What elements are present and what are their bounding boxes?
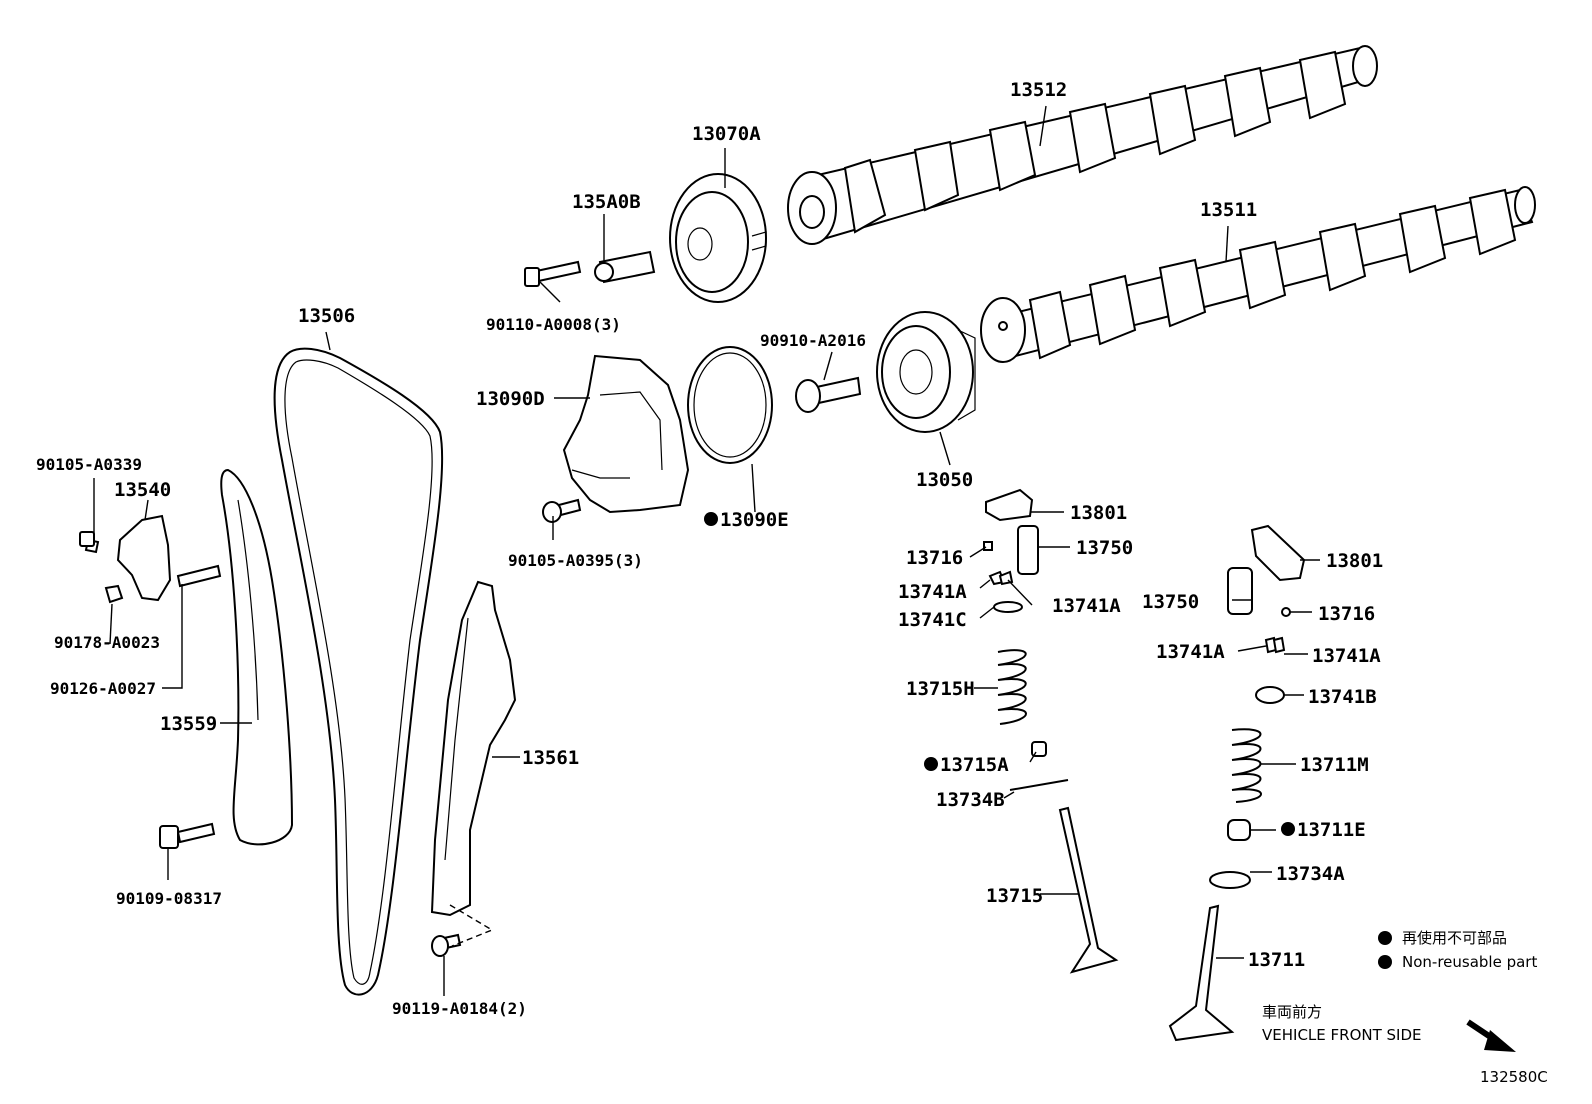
valve-keeper-13741A-left[interactable] xyxy=(988,570,1014,586)
bolt-90105-A0339[interactable] xyxy=(79,531,100,554)
lash-adjuster-13750-right[interactable] xyxy=(1227,567,1253,615)
label-13801-left[interactable]: 13801 xyxy=(1070,502,1127,524)
label-90119-A0184[interactable]: 90119-A0184(2) xyxy=(392,999,527,1018)
label-13050[interactable]: 13050 xyxy=(916,469,973,491)
label-13559[interactable]: 13559 xyxy=(160,713,217,735)
legend-text-en: Non-reusable part xyxy=(1402,953,1537,971)
label-90178-A0023[interactable]: 90178-A0023 xyxy=(54,633,160,652)
label-13561[interactable]: 13561 xyxy=(522,747,579,769)
exhaust-valve-13711[interactable] xyxy=(1168,904,1235,1042)
label-13711M[interactable]: 13711M xyxy=(1300,754,1369,776)
valve-spring-13715H[interactable] xyxy=(997,649,1027,725)
chain-guide-13561[interactable] xyxy=(430,580,517,917)
bolt-90105-A0395[interactable] xyxy=(542,498,582,523)
figure-code: 132580C xyxy=(1480,1068,1548,1086)
non-reusable-marker-13715A xyxy=(924,757,938,771)
direction-text-en: VEHICLE FRONT SIDE xyxy=(1262,1026,1422,1044)
tensioner-13540[interactable] xyxy=(116,514,172,602)
label-13741B[interactable]: 13741B xyxy=(1308,686,1377,708)
label-90126-A0027[interactable]: 90126-A0027 xyxy=(50,679,156,698)
chain-tensioner-slipper-13559[interactable] xyxy=(220,468,294,846)
pad-13716-left[interactable] xyxy=(983,541,993,551)
label-90105-A0395[interactable]: 90105-A0395(3) xyxy=(508,551,643,570)
non-reusable-marker-13090E xyxy=(704,512,718,526)
direction-arrow-icon xyxy=(1466,1019,1516,1052)
exhaust-camshaft-13512[interactable] xyxy=(787,45,1378,245)
label-13711[interactable]: 13711 xyxy=(1248,949,1305,971)
label-13750-left[interactable]: 13750 xyxy=(1076,537,1133,559)
rocker-arm-13801-left[interactable] xyxy=(985,488,1034,522)
oil-control-valve-135A0B[interactable] xyxy=(594,250,656,284)
nut-90178-A0023[interactable] xyxy=(104,584,124,604)
bolt-90910-A2016[interactable] xyxy=(795,376,862,413)
label-13750-right[interactable]: 13750 xyxy=(1142,591,1199,613)
label-13711E[interactable]: 13711E xyxy=(1297,819,1366,841)
valve-spring-retainer-13741C[interactable] xyxy=(993,601,1023,613)
front-direction-indicator: 車両前方 VEHICLE FRONT SIDE xyxy=(1262,1003,1516,1052)
label-90910-A2016[interactable]: 90910-A2016 xyxy=(760,331,866,350)
valve-guide-13734B[interactable] xyxy=(1009,779,1069,791)
label-13540[interactable]: 13540 xyxy=(114,479,171,501)
label-13715H[interactable]: 13715H xyxy=(906,678,975,700)
rocker-arm-13801-right[interactable] xyxy=(1250,524,1306,582)
valve-spring-seat-13734A[interactable] xyxy=(1209,871,1251,889)
label-13090E[interactable]: 13090E xyxy=(720,509,789,531)
bolt-90119-A0184[interactable] xyxy=(431,933,462,957)
legend-text-jp: 再使用不可部品 xyxy=(1402,929,1507,947)
label-13070A[interactable]: 13070A xyxy=(692,123,761,145)
intake-camshaft-13511[interactable] xyxy=(980,186,1536,363)
label-13734B[interactable]: 13734B xyxy=(936,789,1005,811)
label-13716-right[interactable]: 13716 xyxy=(1318,603,1375,625)
valve-stem-seal-13711E[interactable] xyxy=(1227,819,1251,841)
bolt-90110-A0008[interactable] xyxy=(524,260,582,287)
label-135A0B[interactable]: 135A0B xyxy=(572,191,641,213)
valve-keeper-13741A-right[interactable] xyxy=(1264,636,1286,654)
pad-13716-right[interactable] xyxy=(1281,607,1291,617)
chain-cover-13090D[interactable] xyxy=(562,354,690,514)
lash-adjuster-13750-left[interactable] xyxy=(1017,525,1039,575)
bolt-90109-08317[interactable] xyxy=(159,822,216,849)
label-13090D[interactable]: 13090D xyxy=(476,388,545,410)
label-13741A-right-2[interactable]: 13741A xyxy=(1312,645,1381,667)
label-13734A[interactable]: 13734A xyxy=(1276,863,1345,885)
direction-text-jp: 車両前方 xyxy=(1262,1003,1322,1021)
label-13506[interactable]: 13506 xyxy=(298,305,355,327)
label-13741A-right-1[interactable]: 13741A xyxy=(1156,641,1225,663)
valve-spring-13711M[interactable] xyxy=(1231,728,1262,803)
valve-spring-retainer-13741B[interactable] xyxy=(1255,686,1285,704)
label-90105-A0339[interactable]: 90105-A0339 xyxy=(36,455,142,474)
label-90109-08317[interactable]: 90109-08317 xyxy=(116,889,222,908)
stud-90126-A0027[interactable] xyxy=(176,564,222,588)
non-reusable-marker-13711E xyxy=(1281,822,1295,836)
label-13741A-left-1[interactable]: 13741A xyxy=(898,581,967,603)
legend-bullet-en xyxy=(1378,955,1392,969)
label-13741C[interactable]: 13741C xyxy=(898,609,967,631)
label-13716-left[interactable]: 13716 xyxy=(906,547,963,569)
legend-bullet-jp xyxy=(1378,931,1392,945)
gasket-13090E[interactable] xyxy=(687,346,773,464)
label-13715[interactable]: 13715 xyxy=(986,885,1043,907)
label-13801-right[interactable]: 13801 xyxy=(1326,550,1383,572)
label-13512[interactable]: 13512 xyxy=(1010,79,1067,101)
legend: 再使用不可部品 Non-reusable part xyxy=(1378,929,1537,971)
label-13715A[interactable]: 13715A xyxy=(940,754,1009,776)
leader-lines xyxy=(93,105,1320,996)
cam-timing-gear-13050[interactable] xyxy=(876,311,976,433)
label-13741A-left-2[interactable]: 13741A xyxy=(1052,595,1121,617)
intake-valve-13715[interactable] xyxy=(1058,806,1119,974)
label-13511[interactable]: 13511 xyxy=(1200,199,1257,221)
timing-chain-13506[interactable] xyxy=(273,347,444,996)
cam-timing-gear-13070A[interactable] xyxy=(669,173,767,303)
label-90110-A0008[interactable]: 90110-A0008(3) xyxy=(486,315,621,334)
